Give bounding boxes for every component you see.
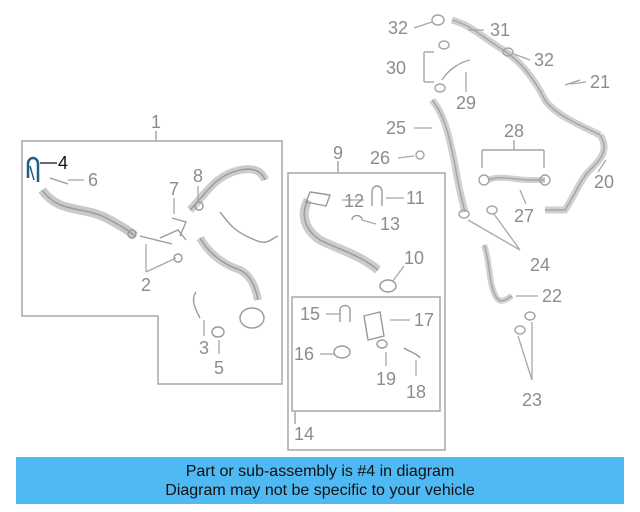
callout-23: 23 xyxy=(522,390,542,410)
callout-1: 1 xyxy=(151,112,161,132)
leader-lines xyxy=(68,21,607,381)
callout-24: 24 xyxy=(530,255,550,275)
callout-28: 28 xyxy=(504,121,524,141)
callout-25: 25 xyxy=(386,118,406,138)
callout-29: 29 xyxy=(456,93,476,113)
callout-26: 26 xyxy=(370,148,390,168)
callout-4: 4 xyxy=(58,153,68,173)
callout-11: 11 xyxy=(406,188,425,208)
right-parts xyxy=(415,14,608,335)
callout-17: 17 xyxy=(414,310,434,330)
callout-15: 15 xyxy=(300,304,320,324)
callout-14: 14 xyxy=(294,424,314,444)
assembly-1-parts xyxy=(38,165,279,338)
callout-10: 10 xyxy=(404,248,424,268)
callout-32-top: 32 xyxy=(388,18,408,38)
assembly-1-outline xyxy=(21,140,283,385)
callout-7: 7 xyxy=(169,179,179,199)
callout-30: 30 xyxy=(386,58,406,78)
part-4-highlight xyxy=(26,156,40,182)
callout-3: 3 xyxy=(199,338,209,358)
callout-13: 13 xyxy=(380,214,400,234)
callout-2: 2 xyxy=(141,275,151,295)
callout-19: 19 xyxy=(376,369,396,389)
callout-32-right: 32 xyxy=(534,50,554,70)
callout-18: 18 xyxy=(406,382,426,402)
caption-bar: Part or sub-assembly is #4 in diagram Di… xyxy=(16,457,624,504)
callout-22: 22 xyxy=(542,286,562,306)
callout-9: 9 xyxy=(333,143,343,163)
callout-8: 8 xyxy=(193,166,203,186)
callout-12: 12 xyxy=(344,191,364,211)
assembly-9-outline xyxy=(287,172,446,451)
callout-31: 31 xyxy=(490,20,510,40)
caption-line-2: Diagram may not be specific to your vehi… xyxy=(165,481,475,499)
assembly-14-outline xyxy=(291,296,441,412)
assembly-9-parts xyxy=(299,185,421,359)
callout-5: 5 xyxy=(214,358,224,378)
callout-27: 27 xyxy=(514,206,534,226)
callout-21: 21 xyxy=(590,72,610,92)
callout-20: 20 xyxy=(594,172,614,192)
caption-line-1: Part or sub-assembly is #4 in diagram xyxy=(185,462,455,480)
parts-diagram: 1 2 3 4 5 6 7 8 9 10 11 12 13 14 15 16 1… xyxy=(21,14,614,451)
callout-6: 6 xyxy=(88,170,98,190)
callout-16: 16 xyxy=(294,344,314,364)
